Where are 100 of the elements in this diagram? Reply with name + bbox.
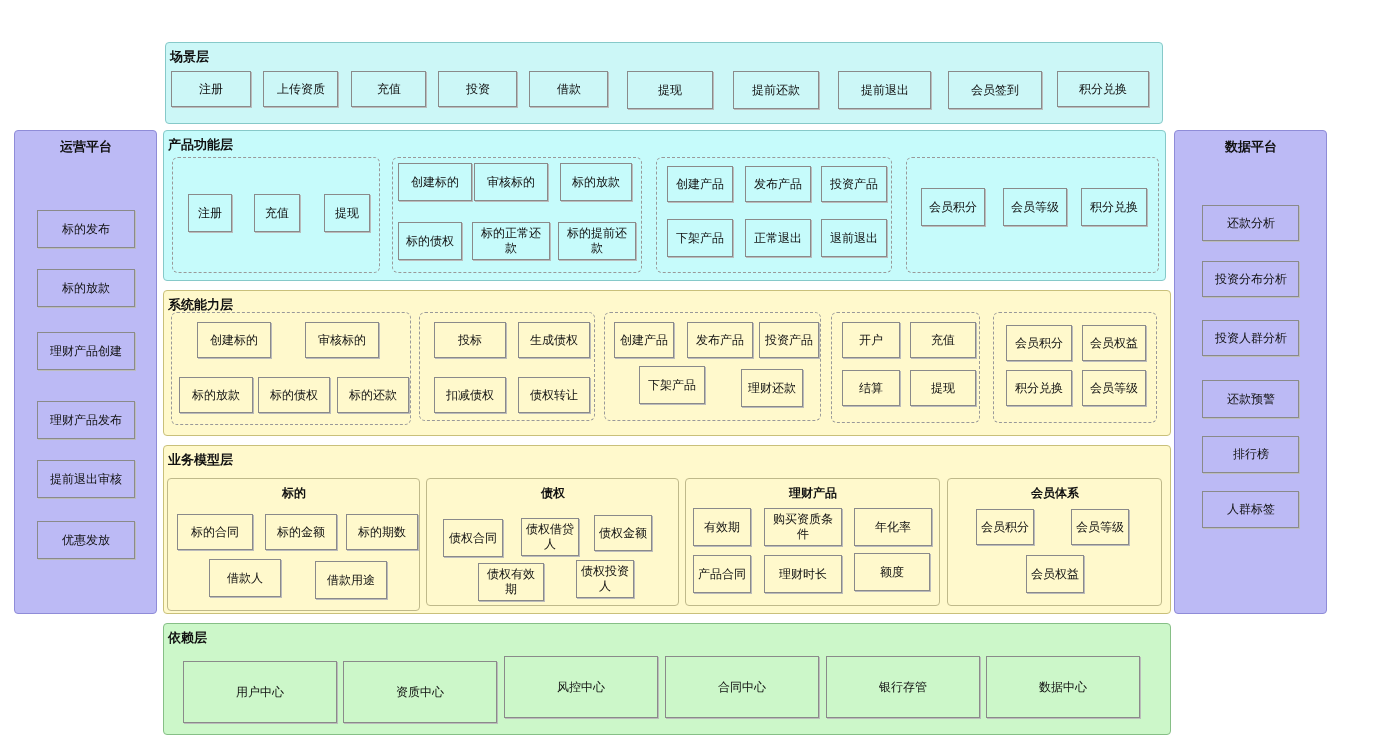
module-box: 标的金额: [265, 514, 337, 550]
module-box: 标的提前还款: [558, 222, 636, 260]
module-box: 额度: [854, 553, 930, 591]
group-frame: [392, 157, 642, 273]
module-box: 上传资质: [263, 71, 338, 107]
panel-heading: 依赖层: [168, 629, 207, 647]
module-box: 退前退出: [821, 219, 887, 257]
module-box: 产品合同: [693, 555, 751, 593]
panel-heading: 理财产品: [787, 485, 838, 502]
panel-heading: 系统能力层: [168, 296, 233, 314]
panel-heading: 数据平台: [1223, 138, 1278, 156]
module-box: 会员权益: [1082, 325, 1146, 361]
module-box: 标的合同: [177, 514, 253, 550]
layer-panel: [165, 42, 1163, 124]
module-box: 还款分析: [1202, 205, 1299, 241]
group-frame: [906, 157, 1159, 273]
group-frame: [604, 312, 821, 421]
module-box: 注册: [171, 71, 251, 107]
module-box: 会员签到: [948, 71, 1042, 109]
module-box: 债权借贷人: [521, 518, 579, 556]
module-box: 投资人群分析: [1202, 320, 1299, 356]
panel-heading: 运营平台: [58, 138, 113, 156]
group-frame: [831, 312, 980, 423]
module-box: 还款预警: [1202, 380, 1299, 418]
module-box: 用户中心: [183, 661, 337, 723]
layer-panel: [163, 445, 1171, 614]
panel-heading: 债权: [539, 485, 566, 502]
module-box: 风控中心: [504, 656, 658, 718]
module-box: 借款人: [209, 559, 281, 597]
module-box: 标的债权: [258, 377, 330, 413]
module-box: 下架产品: [639, 366, 705, 404]
module-box: 会员积分: [921, 188, 985, 226]
model-panel: [426, 478, 679, 606]
module-box: 银行存管: [826, 656, 980, 718]
module-box: 创建标的: [398, 163, 472, 201]
module-box: 开户: [842, 322, 900, 358]
layer-panel: [163, 623, 1171, 735]
group-frame: [172, 157, 380, 273]
module-box: 债权有效期: [478, 563, 544, 601]
module-box: 提现: [324, 194, 370, 232]
module-box: 优惠发放: [37, 521, 135, 559]
module-box: 会员权益: [1026, 555, 1084, 593]
module-box: 标的还款: [337, 377, 409, 413]
module-box: 债权金额: [594, 515, 652, 551]
module-box: 结算: [842, 370, 900, 406]
module-box: 积分兑换: [1081, 188, 1147, 226]
module-box: 理财产品发布: [37, 401, 135, 439]
platform-panel: [1174, 130, 1327, 614]
module-box: 年化率: [854, 508, 932, 546]
module-box: 标的正常还款: [472, 222, 550, 260]
module-box: 充值: [254, 194, 300, 232]
platform-panel: [14, 130, 157, 614]
module-box: 投资分布分析: [1202, 261, 1299, 297]
panel-heading: 会员体系: [1029, 485, 1080, 502]
module-box: 充值: [910, 322, 976, 358]
module-box: 发布产品: [745, 166, 811, 202]
module-box: 有效期: [693, 508, 751, 546]
module-box: 发布产品: [687, 322, 753, 358]
panel-heading: 产品功能层: [168, 136, 233, 154]
group-frame: [419, 312, 595, 421]
model-panel: [167, 478, 420, 611]
module-box: 投资: [438, 71, 517, 107]
module-box: 积分兑换: [1006, 370, 1072, 406]
module-box: 债权投资人: [576, 560, 634, 598]
module-box: 债权转让: [518, 377, 590, 413]
module-box: 标的期数: [346, 514, 418, 550]
module-box: 资质中心: [343, 661, 497, 723]
module-box: 借款: [529, 71, 608, 107]
module-box: 标的放款: [37, 269, 135, 307]
module-box: 提前退出: [838, 71, 931, 109]
module-box: 投标: [434, 322, 506, 358]
module-box: 注册: [188, 194, 232, 232]
module-box: 人群标签: [1202, 491, 1299, 528]
module-box: 下架产品: [667, 219, 733, 257]
module-box: 提前还款: [733, 71, 819, 109]
group-frame: [656, 157, 892, 273]
module-box: 扣减债权: [434, 377, 506, 413]
module-box: 积分兑换: [1057, 71, 1149, 107]
panel-heading: 标的: [280, 485, 307, 502]
module-box: 理财还款: [741, 369, 803, 407]
module-box: 投资产品: [821, 166, 887, 202]
module-box: 生成债权: [518, 322, 590, 358]
module-box: 数据中心: [986, 656, 1140, 718]
module-box: 投资产品: [759, 322, 819, 358]
module-box: 创建产品: [614, 322, 674, 358]
layer-panel: [163, 130, 1166, 281]
module-box: 充值: [351, 71, 426, 107]
module-box: 标的放款: [179, 377, 253, 413]
module-box: 排行榜: [1202, 436, 1299, 473]
module-box: 正常退出: [745, 219, 811, 257]
module-box: 提现: [910, 370, 976, 406]
module-box: 创建标的: [197, 322, 271, 358]
module-box: 标的债权: [398, 222, 462, 260]
panel-heading: 场景层: [170, 48, 209, 66]
model-panel: [947, 478, 1162, 606]
module-box: 借款用途: [315, 561, 387, 599]
module-box: 合同中心: [665, 656, 819, 718]
module-box: 会员等级: [1003, 188, 1067, 226]
module-box: 购买资质条件: [764, 508, 842, 546]
module-box: 会员等级: [1071, 509, 1129, 545]
